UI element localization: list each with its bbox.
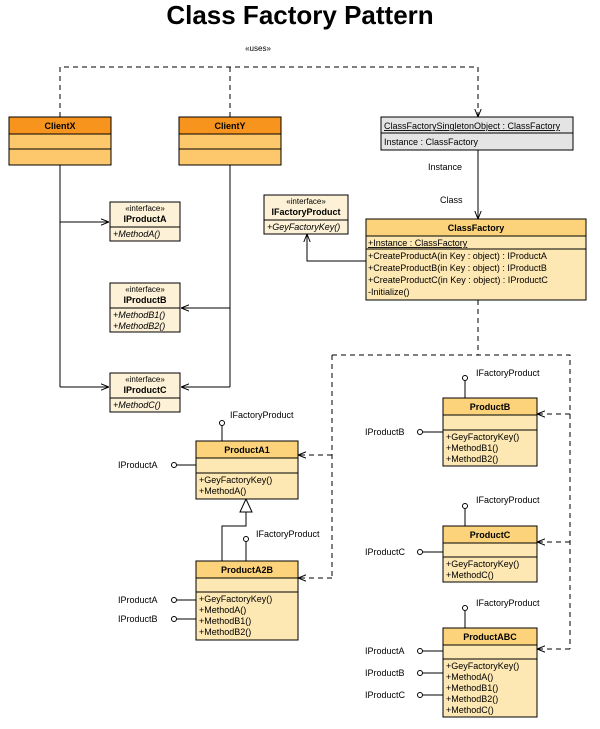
object-singleton: ClassFactorySingletonObject : ClassFacto… (380, 116, 574, 151)
interface-iproductb: «interface» IProductB +MethodB1() +Metho… (109, 282, 181, 333)
lollipop-label: IFactoryProduct (476, 495, 540, 505)
operation: +GeyFactoryKey() (446, 559, 519, 569)
class-name: ProductB (470, 402, 511, 412)
lollipop-label: IProductB (118, 614, 158, 624)
class-name: ProductC (470, 530, 511, 540)
class-name: ClientY (214, 121, 245, 131)
lollipop-label: IProductC (365, 690, 406, 700)
stereotype: «interface» (125, 375, 165, 384)
class-name: IProductA (123, 214, 167, 224)
interface-ifactoryproduct: «interface» IFactoryProduct +GeyFactoryK… (263, 194, 349, 235)
class-producta2b: ProductA2B +GeyFactoryKey() +MethodA() +… (195, 560, 299, 641)
lollipop-label: IFactoryProduct (476, 368, 540, 378)
operation: +MethodB1() (199, 616, 251, 626)
operation: +MethodB1() (446, 443, 498, 453)
operation: +MethodB1() (113, 310, 165, 320)
stereotype: «interface» (125, 285, 165, 294)
stereotype: «interface» (125, 204, 165, 213)
lollipop-label: IProductB (365, 668, 405, 678)
operation: +MethodA() (199, 486, 246, 496)
operation: -Initialize() (368, 287, 410, 297)
class-name: ClassFactory (448, 223, 505, 233)
operation: +MethodC() (446, 570, 494, 580)
operation: +MethodC() (446, 705, 494, 715)
generalization-line (221, 512, 247, 561)
operation: +MethodA() (113, 229, 160, 239)
operation: +MethodB2() (446, 454, 498, 464)
interface-iproducta: «interface» IProductA +MethodA() (109, 201, 181, 242)
factory-to-ifactoryproduct (307, 234, 366, 262)
operation: +CreateProductC(in Key : object) : IProd… (368, 275, 548, 285)
operation: +MethodB1() (446, 683, 498, 693)
operation: +MethodA() (199, 605, 246, 615)
uses-label: «uses» (245, 44, 271, 53)
class-productabc: ProductABC +GeyFactoryKey() +MethodA() +… (442, 627, 538, 718)
lollipop-label: IProductB (365, 427, 405, 437)
operation: +GeyFactoryKey() (446, 661, 519, 671)
attribute: +Instance : ClassFactory (368, 238, 468, 248)
instance-label: Instance (428, 162, 462, 172)
stereotype: «interface» (286, 197, 326, 206)
class-name: IFactoryProduct (271, 207, 340, 217)
object-name: ClassFactorySingletonObject : ClassFacto… (384, 121, 561, 131)
class-name: IProductB (123, 295, 167, 305)
operation: +GeyFactoryKey() (199, 594, 272, 604)
operation: +MethodB2() (113, 321, 165, 331)
class-name: ProductA1 (224, 445, 270, 455)
class-productb: ProductB +GeyFactoryKey() +MethodB1() +M… (442, 397, 538, 467)
operation: +CreateProductA(in Key : object) : IProd… (368, 251, 547, 261)
class-clientx: ClientX (8, 116, 112, 166)
interface-iproductc: «interface» IProductC +MethodC() (109, 372, 181, 413)
page-title: Class Factory Pattern (166, 0, 434, 30)
operation: +GeyFactoryKey() (446, 432, 519, 442)
operation: +GeyFactoryKey() (267, 222, 340, 232)
uses-connector (59, 66, 478, 117)
operation: +MethodC() (113, 400, 161, 410)
class-productc: ProductC +GeyFactoryKey() +MethodC() (442, 525, 538, 583)
connectors (59, 66, 571, 649)
class-clienty: ClientY (178, 116, 282, 166)
lollipop-label: IFactoryProduct (256, 529, 320, 539)
lollipop-label: IProductA (118, 460, 158, 470)
operation: +MethodA() (446, 672, 493, 682)
class-name: ClientX (44, 121, 75, 131)
class-name: ProductA2B (221, 565, 274, 575)
class-label: Class (440, 195, 463, 205)
lollipop-label: IProductA (365, 646, 405, 656)
object-attr: Instance : ClassFactory (384, 137, 479, 147)
class-name: ProductABC (463, 632, 517, 642)
operation: +MethodB2() (446, 694, 498, 704)
lollipop-label: IProductA (118, 595, 158, 605)
lollipop-label: IProductC (365, 547, 406, 557)
generalization-arrow (239, 497, 253, 513)
operation: +MethodB2() (199, 627, 251, 637)
factory-create-bus (332, 354, 571, 649)
lollipop-label: IFactoryProduct (476, 598, 540, 608)
lollipops (171, 375, 468, 698)
class-classfactory: ClassFactory +Instance : ClassFactory +C… (365, 218, 587, 301)
class-name: IProductC (123, 385, 167, 395)
lollipop-label: IFactoryProduct (230, 410, 294, 420)
operation: +CreateProductB(in Key : object) : IProd… (368, 263, 547, 273)
class-producta1: ProductA1 +GeyFactoryKey() +MethodA() (195, 440, 299, 500)
operation: +GeyFactoryKey() (199, 475, 272, 485)
